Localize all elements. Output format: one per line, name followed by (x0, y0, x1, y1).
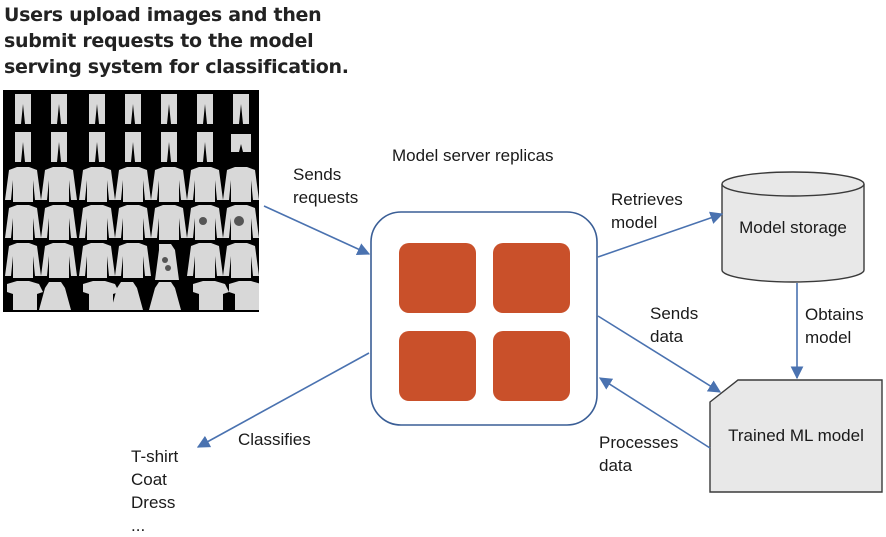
arrow-processes-data (598, 377, 711, 449)
output-class-ellipsis: ... (131, 516, 146, 535)
output-class-tshirt: T-shirt (131, 447, 179, 466)
label-processes-data-line1: Processes (599, 433, 679, 452)
label-obtains-model-line1: Obtains (805, 305, 864, 324)
label-retrieves-model-line1: Retrieves (611, 190, 683, 209)
replica-4 (493, 331, 570, 401)
replica-1 (399, 243, 476, 313)
output-class-list: T-shirt Coat Dress ... (131, 445, 178, 537)
label-obtains-model: Obtains model (805, 303, 864, 349)
clothing-thumbnails (3, 90, 265, 312)
arrow-sends-data (597, 315, 722, 393)
output-class-coat: Coat (131, 470, 167, 489)
label-sends-data-line1: Sends (650, 304, 699, 323)
label-retrieves-model-line2: model (611, 213, 658, 232)
arrow-sends-requests (263, 205, 371, 256)
replica-2 (493, 243, 570, 313)
label-sends-requests: Sends requests (293, 163, 358, 209)
output-class-dress: Dress (131, 493, 176, 512)
label-sends-requests-line2: requests (293, 188, 359, 207)
label-retrieves-model: Retrieves model (611, 188, 683, 234)
replica-3 (399, 331, 476, 401)
label-classifies: Classifies (238, 430, 311, 449)
arrow-retrieves-model (597, 211, 724, 258)
label-model-server-replicas: Model server replicas (392, 146, 554, 165)
label-processes-data-line2: data (599, 456, 633, 475)
label-trained-ml-model: Trained ML model (728, 426, 864, 445)
label-sends-requests-line1: Sends (293, 165, 342, 184)
label-sends-data-line2: data (650, 327, 684, 346)
diagram-title: Users upload images and then submit requ… (4, 4, 349, 78)
model-storage-cylinder (721, 171, 865, 283)
trained-ml-model-box (709, 379, 883, 493)
label-model-storage: Model storage (739, 218, 847, 237)
label-obtains-model-line2: model (805, 328, 852, 347)
arrow-classifies (196, 352, 370, 448)
label-processes-data: Processes data (599, 431, 678, 477)
label-sends-data: Sends data (650, 302, 698, 348)
fashion-image-grid (3, 90, 265, 312)
